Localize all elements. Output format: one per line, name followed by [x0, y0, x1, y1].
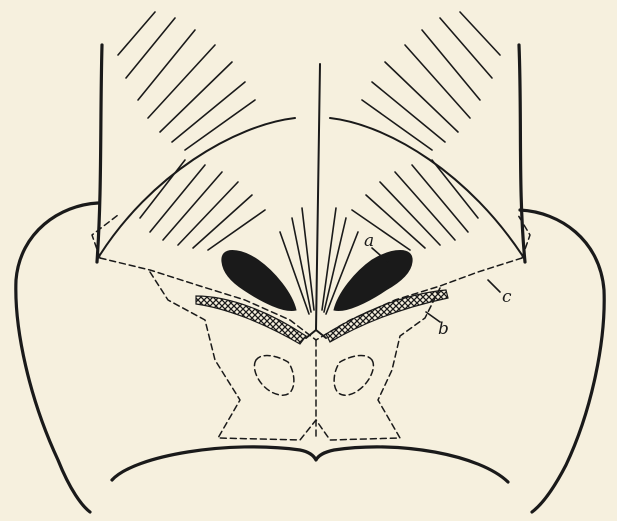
label-c: c	[502, 287, 512, 307]
upper-right-hatching	[362, 12, 500, 150]
midline	[316, 64, 320, 330]
outer-body-outline-right	[520, 210, 604, 512]
label-a: a	[364, 231, 374, 251]
upper-left-inner-contour	[98, 118, 295, 258]
upper-left-hatching	[118, 12, 255, 150]
label-b: b	[438, 319, 449, 339]
lower-arch	[112, 447, 508, 482]
label-c-leader	[488, 280, 500, 292]
dashed-outlines	[92, 215, 530, 440]
outer-body-outline	[16, 203, 98, 512]
lower-left-hatching	[140, 160, 265, 250]
upper-right-outline	[519, 45, 525, 262]
upper-right-inner-contour	[330, 118, 524, 258]
